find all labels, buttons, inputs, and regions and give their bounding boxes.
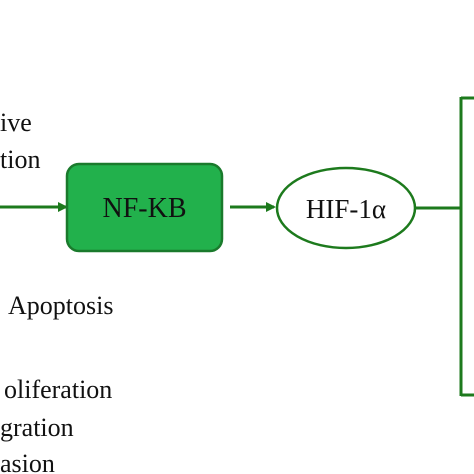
hif-1a-label: HIF-1α bbox=[306, 194, 386, 224]
label-proliferation: oliferation bbox=[4, 375, 112, 404]
label-migration: gration bbox=[0, 413, 74, 442]
label-top-line-2: tion bbox=[0, 145, 40, 174]
label-apoptosis: Apoptosis bbox=[8, 291, 113, 320]
nfkb-box bbox=[65, 162, 224, 253]
nfkb-label: NF-KB bbox=[102, 193, 186, 224]
label-top-line-1: ive bbox=[0, 108, 32, 137]
label-invasion: asion bbox=[0, 449, 55, 474]
